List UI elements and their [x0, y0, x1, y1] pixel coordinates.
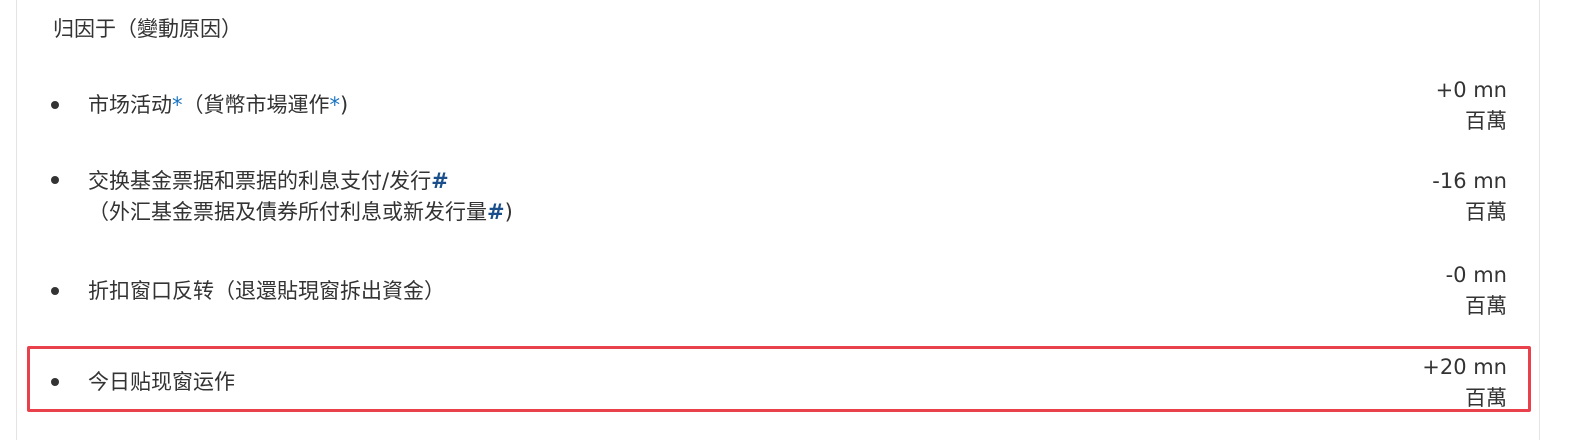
- bullet-icon: [51, 176, 59, 184]
- item-label: 交换基金票据和票据的利息支付/发行# （外汇基金票据及債券所付利息或新发行量#): [88, 166, 513, 228]
- label-main: 市场活动: [88, 93, 172, 117]
- bullet-icon: [51, 378, 59, 386]
- item-label: 市场活动*（貨幣市場運作*): [88, 90, 348, 121]
- asterisk-link[interactable]: *: [329, 93, 341, 117]
- bullet-icon: [51, 101, 59, 109]
- item-value: -0 mn 百萬: [1446, 260, 1507, 322]
- value-unit: 百萬: [1465, 386, 1507, 410]
- item-label: 今日贴现窗运作: [88, 370, 235, 394]
- list-item-discount-window-today: 今日贴现窗运作 +20 mn 百萬: [17, 352, 1537, 414]
- label-line-2: （外汇基金票据及債券所付利息或新发行量#): [88, 200, 513, 224]
- asterisk-link[interactable]: *: [172, 93, 183, 117]
- item-label: 折扣窗口反转（退還貼現窗拆出資金）: [88, 279, 445, 303]
- value-amount: +20 mn: [1422, 355, 1507, 379]
- section-heading: 归因于（變動原因）: [53, 17, 242, 41]
- hash-link[interactable]: #: [431, 169, 449, 193]
- hash-link[interactable]: #: [487, 200, 505, 224]
- value-unit: 百萬: [1465, 294, 1507, 318]
- value-amount: +0 mn: [1435, 78, 1507, 102]
- value-unit: 百萬: [1465, 109, 1507, 133]
- label-paren-text: （貨幣市場運作: [182, 93, 330, 117]
- value-amount: -16 mn: [1432, 169, 1507, 193]
- item-value: +20 mn 百萬: [1422, 352, 1507, 414]
- value-unit: 百萬: [1465, 200, 1507, 224]
- label-paren-close: ): [340, 93, 349, 117]
- item-value: -16 mn 百萬: [1432, 166, 1507, 228]
- item-value: +0 mn 百萬: [1436, 75, 1507, 137]
- list-item-market-operations: 市场活动*（貨幣市場運作*) +0 mn 百萬: [17, 78, 1537, 140]
- value-amount: -0 mn: [1445, 263, 1507, 287]
- highlight-box: [27, 346, 1531, 412]
- bullet-icon: [51, 287, 59, 295]
- label-line-1: 交换基金票据和票据的利息支付/发行#: [88, 169, 449, 193]
- change-reasons-panel: 归因于（變動原因） 市场活动*（貨幣市場運作*) +0 mn 百萬 交换基金票据…: [16, 0, 1540, 440]
- list-item-exchange-fund-bills: 交换基金票据和票据的利息支付/发行# （外汇基金票据及債券所付利息或新发行量#)…: [17, 166, 1537, 232]
- list-item-discount-window-reversal: 折扣窗口反转（退還貼現窗拆出資金） -0 mn 百萬: [17, 260, 1537, 322]
